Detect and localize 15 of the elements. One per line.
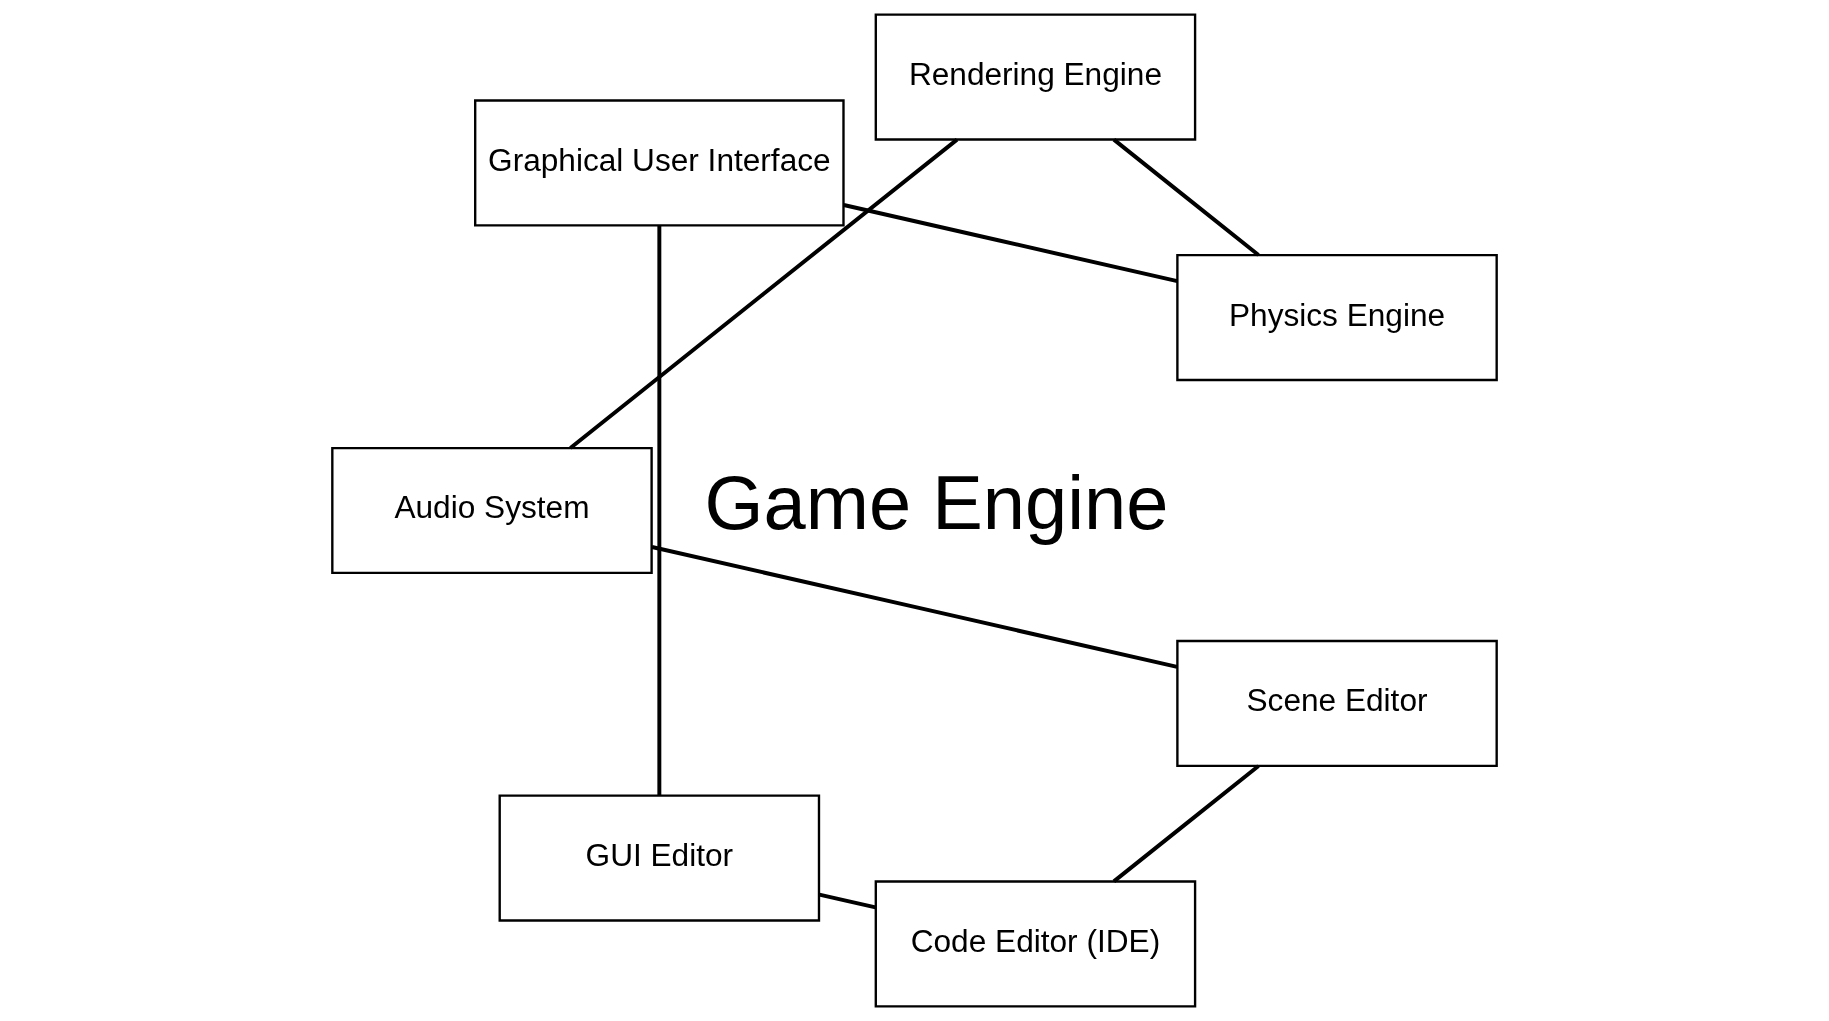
connector: [818, 892, 876, 910]
node-box: Scene Editor: [1176, 639, 1498, 767]
node-box: Code Editor (IDE): [874, 880, 1197, 1008]
node-box: GUI Editor: [498, 794, 821, 922]
connector: [1112, 138, 1260, 257]
node-box: Graphical User Interface: [474, 99, 845, 227]
connector: [657, 225, 662, 796]
connector: [1112, 764, 1260, 883]
node-box: Audio System: [331, 446, 653, 575]
connector: [651, 545, 1178, 669]
node-box: Physics Engine: [1176, 254, 1498, 382]
node-text: Game Engine: [704, 460, 1169, 546]
connector: [843, 203, 1178, 284]
node-box: Rendering Engine: [874, 13, 1197, 141]
connector: [569, 138, 959, 450]
